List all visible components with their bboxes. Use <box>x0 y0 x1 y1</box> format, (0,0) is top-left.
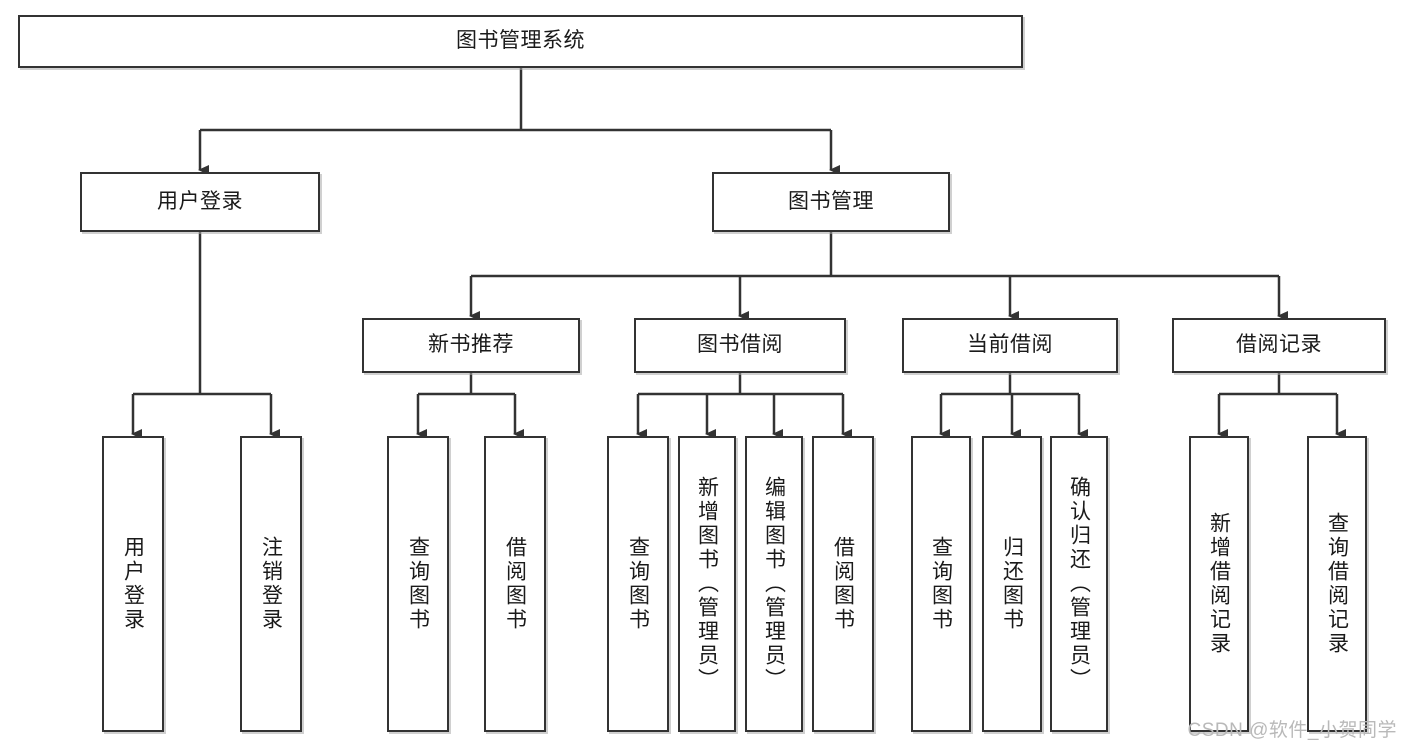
node-leaf-confirm-ret[interactable]: 确认归还（管理员） <box>1050 436 1108 732</box>
watermark-text: CSDN @软件_小贺同学 <box>1187 720 1397 741</box>
node-borrow-record[interactable]: 借阅记录 <box>1172 318 1386 373</box>
node-current-borrow[interactable]: 当前借阅 <box>902 318 1118 373</box>
node-label: 编辑图书（管理员） <box>762 476 786 692</box>
node-label: 用户登录 <box>157 189 243 213</box>
node-leaf-borrow-book-1[interactable]: 借阅图书 <box>484 436 546 732</box>
node-label: 借阅图书 <box>503 536 527 632</box>
node-new-book-rec[interactable]: 新书推荐 <box>362 318 580 373</box>
node-leaf-edit-book[interactable]: 编辑图书（管理员） <box>745 436 803 732</box>
node-label: 借阅图书 <box>831 536 855 632</box>
node-label: 确认归还（管理员） <box>1067 476 1091 692</box>
node-label: 图书管理系统 <box>456 29 585 53</box>
node-label: 归还图书 <box>1000 536 1024 632</box>
node-leaf-query-book-1[interactable]: 查询图书 <box>387 436 449 732</box>
node-label: 查询图书 <box>929 536 953 632</box>
node-label: 用户登录 <box>121 536 145 632</box>
node-leaf-add-record[interactable]: 新增借阅记录 <box>1189 436 1249 732</box>
node-leaf-query-book-2[interactable]: 查询图书 <box>607 436 669 732</box>
node-label: 新增借阅记录 <box>1207 512 1231 656</box>
node-label: 新增图书（管理员） <box>695 476 719 692</box>
node-leaf-borrow-book-2[interactable]: 借阅图书 <box>812 436 874 732</box>
node-root[interactable]: 图书管理系统 <box>18 15 1023 68</box>
node-book-manage[interactable]: 图书管理 <box>712 172 950 232</box>
node-leaf-add-book[interactable]: 新增图书（管理员） <box>678 436 736 732</box>
node-leaf-user-logout[interactable]: 注销登录 <box>240 436 302 732</box>
node-leaf-user-login[interactable]: 用户登录 <box>102 436 164 732</box>
node-leaf-query-book-3[interactable]: 查询图书 <box>911 436 971 732</box>
node-leaf-return-book[interactable]: 归还图书 <box>982 436 1042 732</box>
node-leaf-query-record[interactable]: 查询借阅记录 <box>1307 436 1367 732</box>
node-label: 图书管理 <box>788 189 874 213</box>
node-label: 新书推荐 <box>428 333 514 357</box>
node-book-borrow[interactable]: 图书借阅 <box>634 318 846 373</box>
node-label: 查询图书 <box>406 536 430 632</box>
node-label: 查询图书 <box>626 536 650 632</box>
node-label: 注销登录 <box>259 536 283 632</box>
node-user-login[interactable]: 用户登录 <box>80 172 320 232</box>
node-label: 借阅记录 <box>1236 333 1322 357</box>
node-label: 当前借阅 <box>967 333 1053 357</box>
node-label: 查询借阅记录 <box>1325 512 1349 656</box>
node-label: 图书借阅 <box>697 333 783 357</box>
